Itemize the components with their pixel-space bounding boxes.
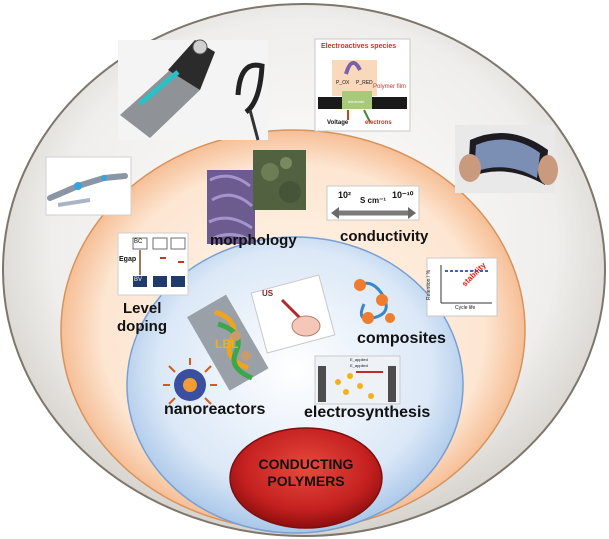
probe-photo (118, 39, 268, 141)
label-egap: Egap (119, 256, 137, 263)
label-lbl: LBL (215, 337, 239, 351)
label-p-ox: P_OX (336, 80, 350, 86)
label-bv: BV (134, 277, 143, 283)
label-cycle-axis: Cycle life (455, 305, 476, 311)
ultrasound-image (250, 274, 336, 354)
label-electroactive-species: Electroactives species (321, 43, 397, 50)
label-us: US (262, 289, 274, 298)
composites-image (354, 279, 395, 324)
label-voltage: Voltage (327, 120, 349, 126)
center-title-line1: CONDUCTING (258, 456, 354, 472)
label-applied-1: E_applied (350, 357, 368, 362)
stability-chart (426, 257, 498, 317)
nanoreactor-image (163, 358, 217, 412)
label-bc: BC (134, 239, 143, 245)
robot-hand-photo (45, 156, 132, 216)
electrosynthesis-image (314, 355, 401, 405)
label-nanoreactors: nanoreactors (164, 401, 266, 418)
center-title-line2: POLYMERS (267, 473, 345, 489)
label-electrons: electrons (365, 120, 392, 126)
morphology-images (207, 150, 306, 244)
label-electrosynthesis: electrosynthesis (304, 404, 431, 421)
label-polymer-film: Polymer film (373, 84, 407, 90)
label-level-doping-1: Level (123, 300, 162, 317)
flexible-display-photo (455, 125, 558, 193)
label-morphology: morphology (210, 232, 297, 249)
lbl-image (187, 294, 269, 391)
conductivity-scale-left: 10² (338, 190, 352, 200)
label-applied-2: E_applied (350, 363, 368, 368)
conductivity-scale-mid: S cm⁻¹ (360, 196, 387, 205)
label-composites: composites (357, 330, 446, 347)
label-retention-axis: Retention / % (426, 269, 432, 300)
conductivity-scale-right: 10⁻¹⁰ (392, 190, 414, 200)
electrochem-scheme (314, 38, 411, 132)
label-level-doping-2: doping (117, 318, 167, 335)
band-gap-diagram (117, 232, 189, 296)
conductivity-scale (326, 185, 420, 221)
label-conductivity: conductivity (340, 228, 429, 245)
center-core (229, 427, 383, 529)
label-p-red: P_RED (356, 80, 373, 86)
label-electrode: electrode (348, 99, 365, 104)
